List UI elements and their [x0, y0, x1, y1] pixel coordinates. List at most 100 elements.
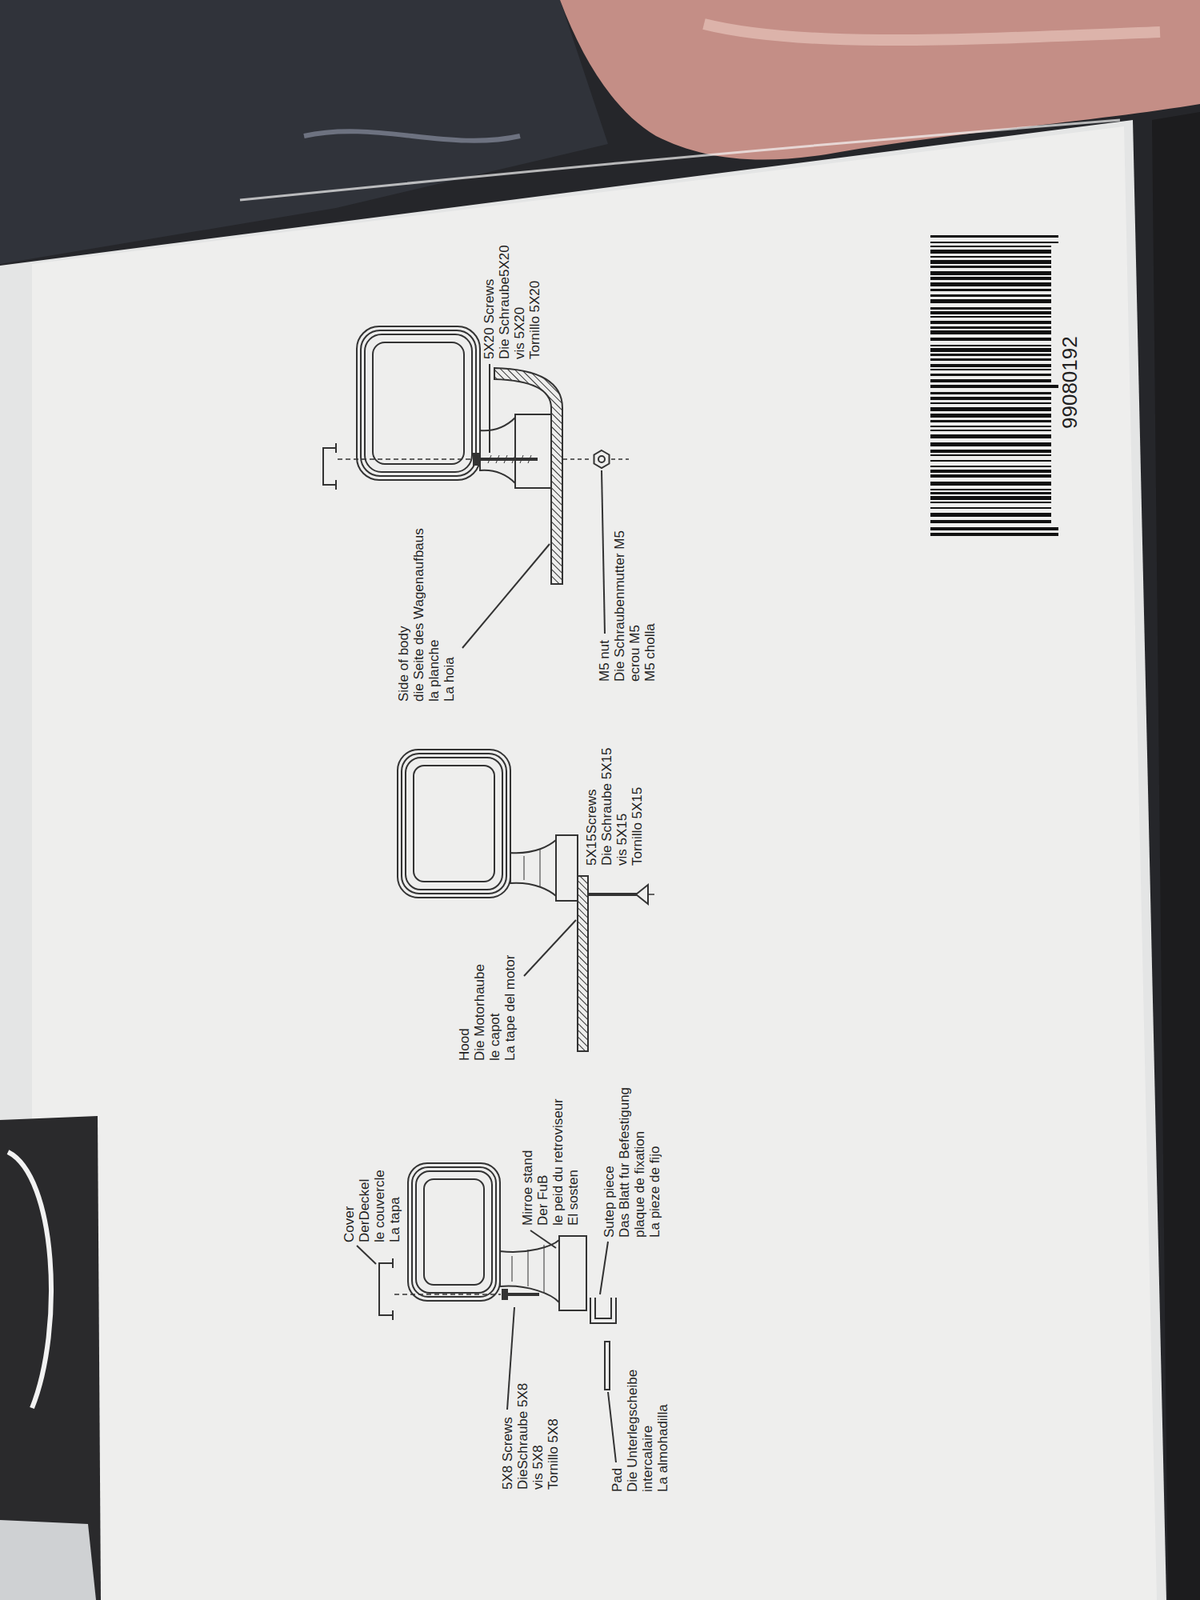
barcode-bar	[930, 348, 1052, 352]
diagram-three-part	[480, 417, 516, 484]
diagram-two-part	[636, 884, 648, 904]
part-label: 5X15Screws	[584, 789, 600, 866]
barcode-bar	[930, 344, 1052, 347]
barcode-bar	[930, 449, 1052, 453]
barcode-bar	[930, 353, 1052, 356]
diagram-one	[356, 1163, 616, 1463]
right-dark-strip	[1152, 112, 1200, 1600]
part-label: die Seite des Wagenaufbaus	[411, 528, 427, 702]
barcode-bar	[930, 425, 1052, 428]
part-label: le peid du retroviseur	[550, 1098, 566, 1226]
diagram-one-part	[512, 1244, 544, 1293]
barcode-bar	[930, 276, 1052, 280]
barcode-bar	[930, 434, 1052, 439]
diagram-one-part	[379, 1258, 393, 1320]
barcode-bar	[930, 373, 1052, 376]
diagram-one-part	[590, 1297, 616, 1324]
barcode-bar	[930, 520, 1052, 524]
diagram-three-part	[360, 330, 476, 476]
barcode-bar	[930, 288, 1052, 292]
diagram-three	[323, 326, 629, 648]
part-label: Tornillo 5X20	[527, 280, 543, 360]
paper-sheet	[0, 120, 1167, 1600]
diagram-three-part	[356, 326, 480, 480]
barcode-bar	[930, 316, 1052, 318]
diagram-one-part	[356, 1245, 376, 1264]
part-label: le capot	[487, 1012, 503, 1061]
diagram-two-part	[397, 749, 511, 898]
part-label: M5 cholla	[642, 623, 658, 682]
part-label: la planche	[426, 639, 442, 702]
part-label: DerDeckel	[356, 1179, 372, 1243]
barcode-bar	[930, 326, 1052, 329]
part-label: le couvercle	[372, 1169, 388, 1243]
diagram-one-part	[408, 1163, 500, 1301]
barcode-bar	[930, 474, 1052, 478]
barcode-bar	[930, 260, 1052, 264]
diagram-three-part	[364, 334, 472, 472]
paper-print-area	[32, 126, 1157, 1600]
barcode-bar	[930, 392, 1052, 395]
part-label: La hoia	[441, 656, 457, 702]
barcode-bar	[930, 396, 1052, 400]
part-label: ecrou M5	[627, 624, 643, 682]
barcode-bar	[930, 429, 1052, 432]
barcode-bar	[930, 299, 1052, 304]
diagram-three-part	[598, 456, 605, 463]
hand	[560, 0, 1200, 160]
diagram-one-part	[530, 1230, 556, 1248]
part-label: DieSchraube 5X8	[515, 1383, 531, 1490]
barcode-bar	[930, 507, 1052, 509]
barcode-bar	[930, 488, 1052, 491]
barcode-bar	[930, 358, 1052, 361]
part-label: vis 5X20	[512, 307, 528, 360]
diagram-one-part	[600, 1241, 608, 1295]
barcode-bar	[930, 320, 1052, 324]
diagram-two-part	[405, 757, 503, 890]
part-label: La tape del motor	[502, 955, 518, 1061]
diagram-one-part	[394, 1293, 501, 1296]
diagram-two-part	[648, 893, 655, 896]
diagram-three-part	[478, 457, 538, 461]
barcode-bar	[930, 241, 1059, 244]
barcode-bar	[930, 469, 1052, 473]
barcode-bar	[930, 245, 1052, 248]
barcode-bar	[930, 501, 1052, 504]
diagram-three-part	[563, 458, 592, 460]
part-label: Der FuB	[535, 1175, 551, 1226]
diagram-two-part	[413, 765, 495, 882]
part-label: Die Schraubenmutter M5	[612, 530, 628, 682]
part-label: vis 5X8	[530, 1444, 546, 1490]
part-label: M5 nut	[596, 640, 612, 682]
barcode-bar	[930, 368, 1052, 371]
part-label: Cover	[341, 1206, 357, 1243]
part-label: 5X8 Screws	[500, 1416, 516, 1490]
diagram-two-part	[556, 835, 578, 901]
diagram-one-part	[559, 1236, 587, 1311]
barcode-bar	[930, 465, 1052, 468]
part-label: Hood	[456, 1028, 472, 1061]
barcode-bar	[930, 364, 1052, 368]
barcode-bar	[930, 307, 1052, 310]
barcode-bar	[930, 379, 1052, 383]
diagram-two-part	[577, 876, 588, 1052]
part-label: intercalaire	[640, 1425, 656, 1492]
diagram-three-part	[337, 458, 472, 460]
part-label: Das Blatt fur Befestigung	[616, 1087, 632, 1238]
diagram-one-part	[412, 1167, 496, 1297]
diagram-two-part	[524, 849, 540, 887]
barcode-bar	[930, 442, 1052, 447]
diagram-two-part	[401, 753, 507, 894]
diagram-three-part	[601, 470, 605, 634]
diagram-three-part	[473, 453, 479, 465]
part-label: plaque de fixation	[632, 1131, 648, 1238]
diagram-two-part	[510, 840, 556, 896]
diagram-one-part	[608, 1392, 616, 1463]
diagram-three-part	[515, 414, 552, 488]
plastic-fold	[0, 1520, 96, 1600]
diagram-three-part	[611, 458, 629, 460]
barcode-bar	[930, 527, 1059, 531]
diagram-three-part	[494, 368, 563, 584]
barcode-bar	[930, 492, 1052, 495]
diagram-one-part	[500, 1240, 560, 1303]
